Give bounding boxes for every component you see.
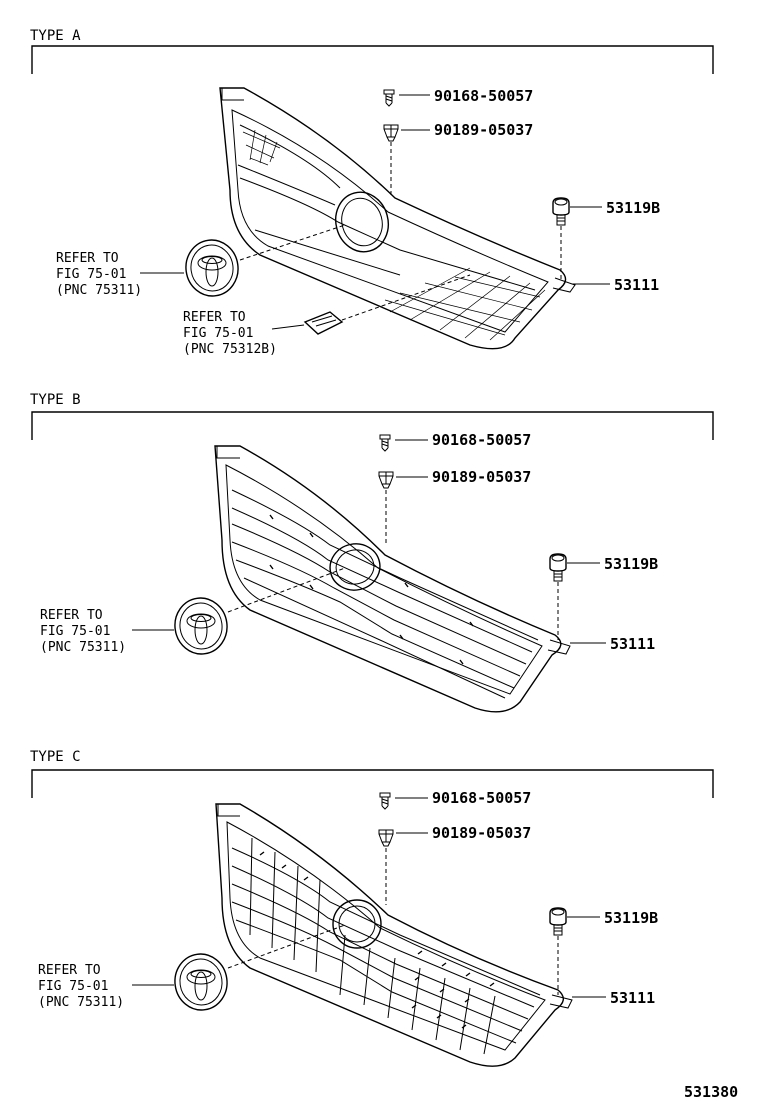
clip-icon — [383, 124, 399, 142]
svg-text:FIG 75-01: FIG 75-01 — [183, 326, 253, 341]
reference-note: REFER TO FIG 75-01 (PNC 75311) — [38, 963, 174, 1010]
svg-text:(PNC 75311): (PNC 75311) — [38, 995, 124, 1010]
svg-text:REFER TO: REFER TO — [40, 608, 103, 623]
grille-part-number: 53111 — [614, 276, 659, 294]
diagram-number: 531380 — [684, 1083, 738, 1101]
svg-text:REFER TO: REFER TO — [183, 310, 246, 325]
grommet-part-number: 53119B — [606, 199, 660, 217]
svg-text:FIG 75-01: FIG 75-01 — [56, 267, 126, 282]
grille-mesh — [249, 837, 496, 1055]
reference-note: REFER TO FIG 75-01 (PNC 75311) — [40, 608, 174, 655]
grommet-part-number: 53119B — [604, 909, 658, 927]
svg-text:(PNC 75311): (PNC 75311) — [56, 283, 142, 298]
rear-emblem-icon — [303, 311, 344, 335]
grille-part-number: 53111 — [610, 989, 655, 1007]
section-title: TYPE A — [30, 28, 81, 44]
emblem-icon — [181, 235, 243, 301]
grommet-part-number: 53119B — [604, 555, 658, 573]
screw-part-number: 90168-50057 — [434, 87, 533, 105]
emblem-seat — [329, 543, 381, 591]
svg-text:REFER TO: REFER TO — [56, 251, 119, 266]
section-type-a: TYPE A 90168-50057 — [30, 28, 714, 357]
section-type-c: TYPE C 90168-50057 90189-05037 — [30, 749, 714, 1067]
section-title: TYPE C — [30, 749, 81, 765]
screw-icon — [383, 89, 395, 107]
clip-icon — [378, 829, 394, 847]
svg-text:REFER TO: REFER TO — [38, 963, 101, 978]
clip-part-number: 90189-05037 — [432, 824, 531, 842]
grille-part-number: 53111 — [610, 635, 655, 653]
section-title: TYPE B — [30, 392, 81, 408]
section-bracket — [31, 769, 714, 798]
emblem-icon — [170, 949, 232, 1015]
reference-note: REFER TO FIG 75-01 (PNC 75311) — [56, 251, 184, 298]
grille-mesh — [242, 129, 546, 341]
grille-body — [215, 803, 573, 1067]
section-bracket — [31, 411, 714, 440]
svg-text:FIG 75-01: FIG 75-01 — [40, 624, 110, 639]
section-bracket — [31, 45, 714, 74]
emblem-seat — [332, 899, 382, 949]
grommet-icon — [552, 197, 570, 226]
section-type-b: TYPE B 90168-50057 90189-05037 — [30, 392, 714, 713]
svg-text:FIG 75-01: FIG 75-01 — [38, 979, 108, 994]
svg-text:(PNC 75312B): (PNC 75312B) — [183, 342, 277, 357]
screw-part-number: 90168-50057 — [432, 789, 531, 807]
grommet-icon — [549, 907, 567, 936]
screw-icon — [379, 434, 391, 452]
screw-part-number: 90168-50057 — [432, 431, 531, 449]
clip-part-number: 90189-05037 — [432, 468, 531, 486]
grille-clips — [269, 514, 474, 665]
emblem-seat — [335, 191, 389, 253]
clip-icon — [378, 471, 394, 489]
screw-icon — [379, 792, 391, 810]
grommet-icon — [549, 553, 567, 582]
svg-text:(PNC 75311): (PNC 75311) — [40, 640, 126, 655]
reference-note: REFER TO FIG 75-01 (PNC 75312B) — [183, 310, 305, 357]
grille-body — [214, 445, 571, 713]
clip-part-number: 90189-05037 — [434, 121, 533, 139]
emblem-icon — [170, 593, 232, 659]
